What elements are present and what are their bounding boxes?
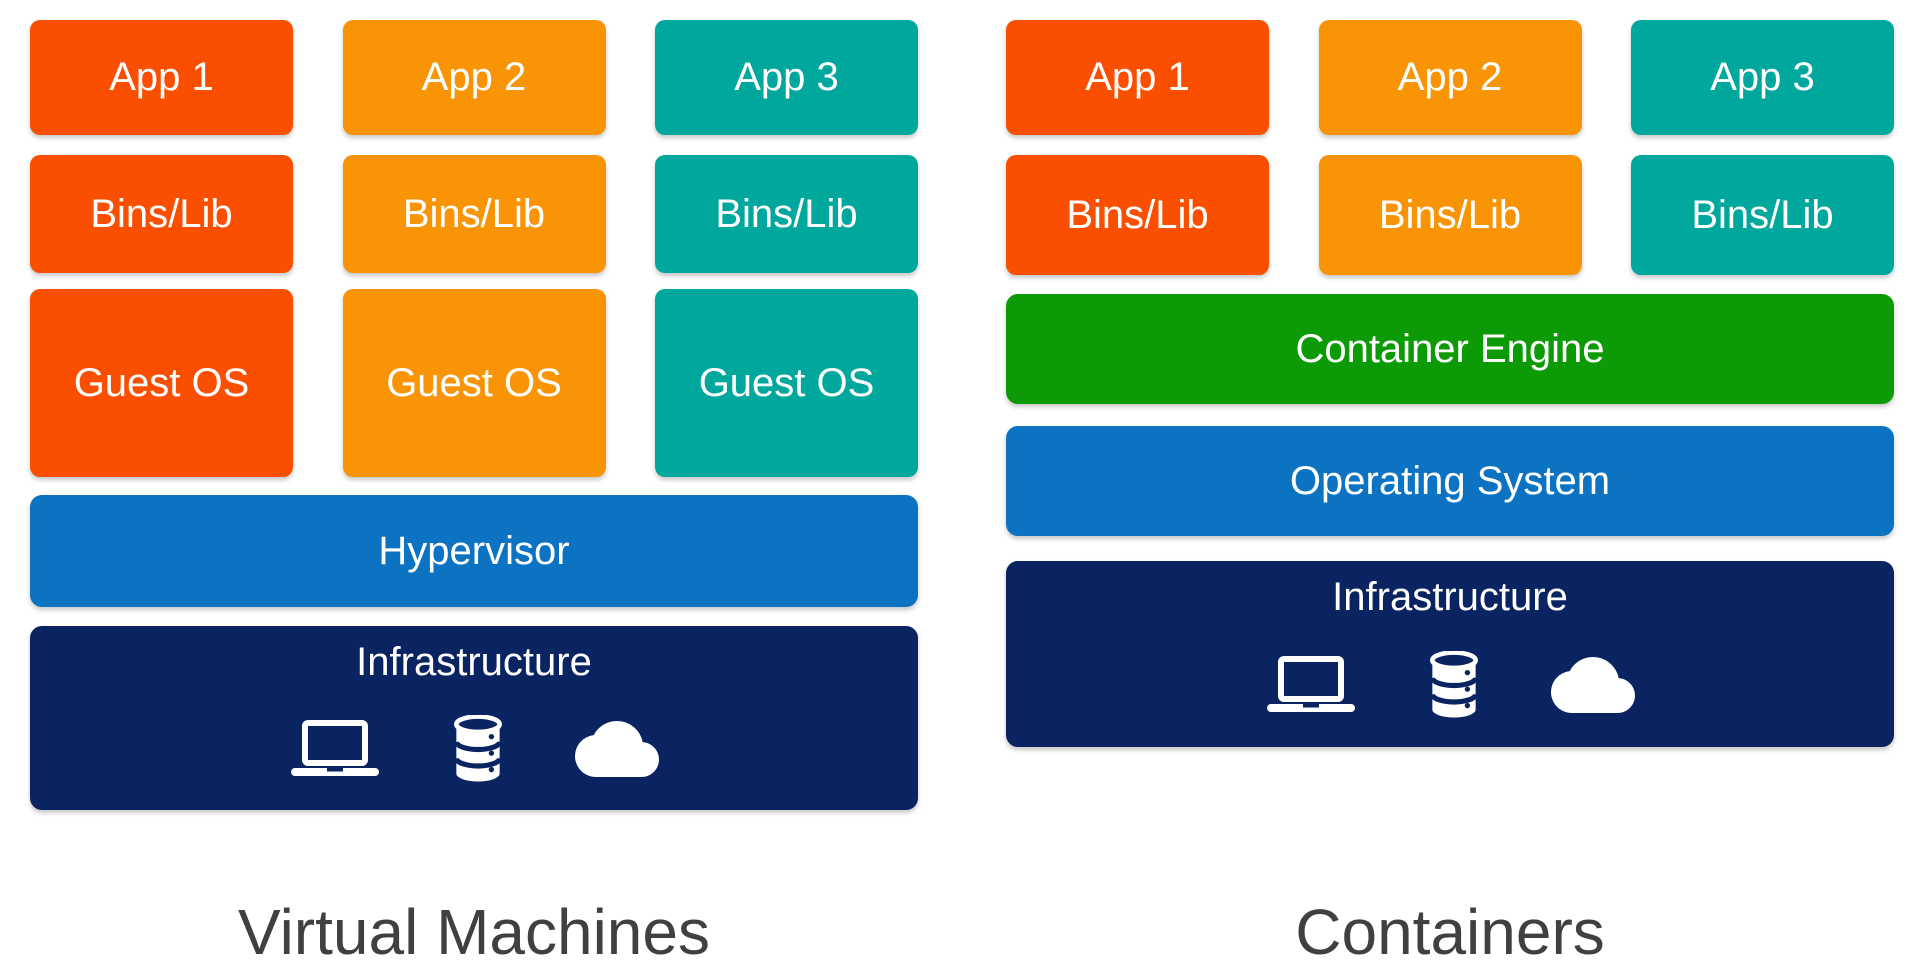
- bins-lib-box: Bins/Lib: [1631, 155, 1894, 275]
- vm-title: Virtual Machines: [238, 896, 710, 968]
- app-box: App 3: [655, 20, 918, 135]
- infrastructure-box: Infrastructure: [1006, 561, 1894, 747]
- app-box: App 3: [1631, 20, 1894, 135]
- infrastructure-box: Infrastructure: [30, 626, 918, 810]
- bins-lib-box: Bins/Lib: [655, 155, 918, 273]
- app-box: App 2: [1318, 20, 1582, 135]
- app-box: App 2: [342, 20, 606, 135]
- containers-bins-row: Bins/Lib Bins/Lib Bins/Lib: [1006, 155, 1894, 275]
- infrastructure-icons: [289, 688, 659, 810]
- containers-title: Containers: [1295, 896, 1605, 968]
- bins-lib-box: Bins/Lib: [1318, 155, 1582, 275]
- vm-guest-os-row: Guest OS Guest OS Guest OS: [30, 289, 918, 477]
- containers-panel: App 1 App 2 App 3 Bins/Lib Bins/Lib Bins…: [1006, 20, 1894, 972]
- guest-os-box: Guest OS: [30, 289, 293, 477]
- laptop-icon: [1265, 656, 1357, 714]
- database-icon: [1425, 651, 1483, 719]
- app-box: App 1: [1006, 20, 1269, 135]
- infrastructure-icons: [1265, 623, 1635, 747]
- bins-lib-box: Bins/Lib: [342, 155, 606, 273]
- container-engine-box: Container Engine: [1006, 294, 1894, 404]
- vm-bins-row: Bins/Lib Bins/Lib Bins/Lib: [30, 155, 918, 273]
- laptop-icon: [289, 720, 381, 778]
- guest-os-box: Guest OS: [342, 289, 606, 477]
- cloud-icon: [1551, 657, 1635, 713]
- virtual-machines-panel: App 1 App 2 App 3 Bins/Lib Bins/Lib Bins…: [30, 20, 918, 972]
- bins-lib-box: Bins/Lib: [30, 155, 293, 273]
- containers-app-row: App 1 App 2 App 3: [1006, 20, 1894, 135]
- vm-app-row: App 1 App 2 App 3: [30, 20, 918, 135]
- operating-system-box: Operating System: [1006, 426, 1894, 536]
- infrastructure-label: Infrastructure: [1332, 574, 1568, 619]
- app-box: App 1: [30, 20, 293, 135]
- guest-os-box: Guest OS: [655, 289, 918, 477]
- infrastructure-label: Infrastructure: [356, 639, 592, 684]
- bins-lib-box: Bins/Lib: [1006, 155, 1269, 275]
- hypervisor-box: Hypervisor: [30, 495, 918, 607]
- cloud-icon: [575, 721, 659, 777]
- database-icon: [449, 715, 507, 783]
